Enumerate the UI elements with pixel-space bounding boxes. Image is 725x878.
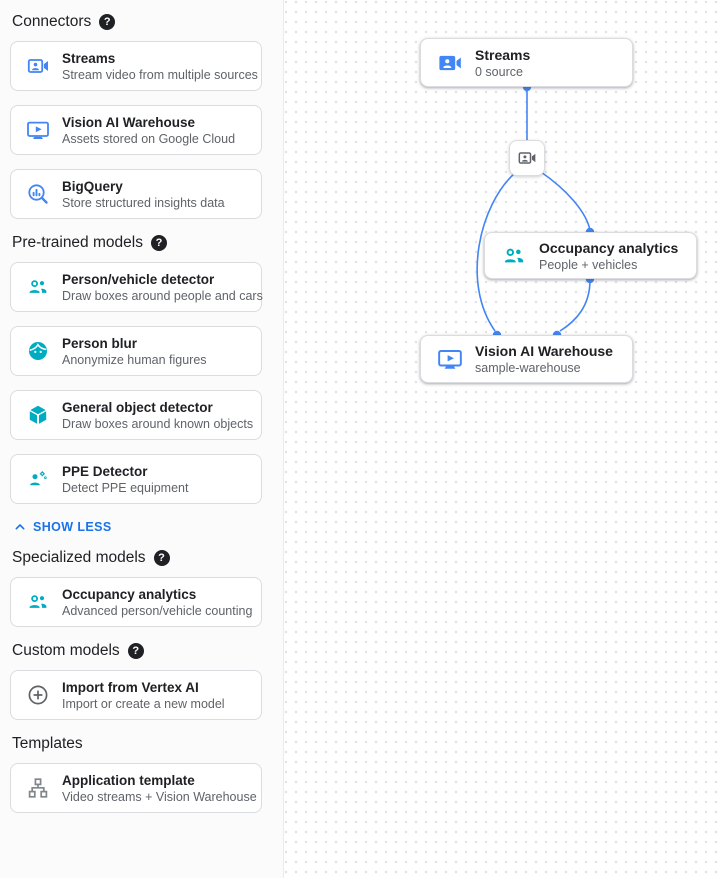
card-subtitle: Import or create a new model bbox=[62, 696, 225, 711]
card-title: Occupancy analytics bbox=[62, 586, 197, 602]
section-heading-label: Templates bbox=[12, 735, 83, 752]
card-subtitle: Stream video from multiple sources bbox=[62, 67, 258, 82]
show-less-button[interactable]: SHOW LESS bbox=[12, 518, 112, 536]
node-text: Streams 0 source bbox=[475, 46, 530, 80]
node-title: Vision AI Warehouse bbox=[475, 343, 613, 359]
help-icon[interactable]: ? bbox=[150, 234, 167, 251]
card-text: Import from Vertex AI Import or create a… bbox=[62, 679, 225, 712]
schema-icon bbox=[26, 776, 50, 800]
card-subtitle: Draw boxes around known objects bbox=[62, 416, 254, 431]
node-text: Vision AI Warehouse sample-warehouse bbox=[475, 342, 613, 376]
palette-item-ppe-detector[interactable]: PPE Detector Detect PPE equipment bbox=[10, 454, 262, 504]
help-icon[interactable]: ? bbox=[127, 642, 144, 659]
palette-item-vision-ai-warehouse[interactable]: Vision AI Warehouse Assets stored on Goo… bbox=[10, 105, 262, 155]
help-icon[interactable]: ? bbox=[153, 549, 170, 566]
people-icon bbox=[26, 275, 50, 299]
card-subtitle: Detect PPE equipment bbox=[62, 480, 189, 495]
palette-item-application-template[interactable]: Application template Video streams + Vis… bbox=[10, 763, 262, 813]
card-title: General object detector bbox=[62, 399, 213, 415]
card-subtitle: Advanced person/vehicle counting bbox=[62, 603, 253, 618]
palette-item-streams[interactable]: Streams Stream video from multiple sourc… bbox=[10, 41, 262, 91]
show-less-label: SHOW LESS bbox=[33, 520, 112, 534]
node-title: Occupancy analytics bbox=[539, 239, 679, 256]
add-circle-icon bbox=[26, 683, 50, 707]
people-icon bbox=[26, 590, 50, 614]
component-palette-sidebar: Connectors ? Streams Stream video from m… bbox=[0, 0, 284, 878]
node-subtitle: sample-warehouse bbox=[475, 361, 581, 375]
help-icon[interactable]: ? bbox=[99, 13, 116, 30]
cube-icon bbox=[26, 403, 50, 427]
card-text: Person blur Anonymize human figures bbox=[62, 335, 207, 368]
node-occupancy-analytics[interactable]: Occupancy analytics People + vehicles bbox=[484, 232, 697, 279]
card-text: Occupancy analytics Advanced person/vehi… bbox=[62, 586, 252, 619]
card-text: General object detector Draw boxes aroun… bbox=[62, 399, 253, 432]
card-title: BigQuery bbox=[62, 178, 123, 194]
ppe-icon bbox=[26, 467, 50, 491]
palette-item-occupancy-analytics[interactable]: Occupancy analytics Advanced person/vehi… bbox=[10, 577, 262, 627]
card-title: Person/vehicle detector bbox=[62, 271, 215, 287]
node-vision-ai-warehouse[interactable]: Vision AI Warehouse sample-warehouse bbox=[420, 335, 633, 383]
edge-lines bbox=[476, 82, 595, 340]
face-icon bbox=[26, 339, 50, 363]
card-text: BigQuery Store structured insights data bbox=[62, 178, 225, 211]
palette-item-bigquery[interactable]: BigQuery Store structured insights data bbox=[10, 169, 262, 219]
smart-display-icon bbox=[437, 346, 463, 372]
card-text: Application template Video streams + Vis… bbox=[62, 772, 257, 805]
card-text: Streams Stream video from multiple sourc… bbox=[62, 50, 258, 83]
section-heading-label: Connectors bbox=[12, 13, 92, 30]
section-heading-custom-models: Custom models ? bbox=[12, 641, 262, 660]
section-heading-specialized-models: Specialized models ? bbox=[12, 548, 262, 567]
card-subtitle: Assets stored on Google Cloud bbox=[62, 131, 236, 146]
card-title: PPE Detector bbox=[62, 463, 148, 479]
palette-item-general-object-detector[interactable]: General object detector Draw boxes aroun… bbox=[10, 390, 262, 440]
section-heading-pretrained-models: Pre-trained models ? bbox=[12, 233, 262, 252]
section-heading-label: Specialized models bbox=[12, 549, 146, 566]
card-title: Streams bbox=[62, 50, 116, 66]
card-text: Vision AI Warehouse Assets stored on Goo… bbox=[62, 114, 235, 147]
section-heading-connectors: Connectors ? bbox=[12, 12, 262, 31]
card-subtitle: Anonymize human figures bbox=[62, 352, 207, 367]
node-streams[interactable]: Streams 0 source bbox=[420, 38, 633, 87]
node-stream-source[interactable] bbox=[509, 140, 545, 176]
video-camera-icon bbox=[26, 54, 50, 78]
edge-source-to-occupancy bbox=[540, 171, 591, 229]
card-subtitle: Store structured insights data bbox=[62, 195, 225, 210]
node-title: Streams bbox=[475, 46, 531, 63]
pipeline-canvas[interactable]: Streams 0 source Occupancy analytics Peo… bbox=[284, 0, 725, 878]
card-title: Import from Vertex AI bbox=[62, 679, 199, 695]
video-camera-icon bbox=[517, 148, 537, 168]
section-heading-label: Pre-trained models bbox=[12, 234, 143, 251]
card-title: Application template bbox=[62, 772, 195, 788]
bigquery-icon bbox=[26, 182, 50, 206]
card-subtitle: Draw boxes around people and cars bbox=[62, 288, 263, 303]
card-subtitle: Video streams + Vision Warehouse bbox=[62, 789, 257, 804]
node-subtitle: People + vehicles bbox=[539, 257, 638, 272]
chevron-up-icon bbox=[12, 519, 28, 535]
video-camera-icon bbox=[437, 50, 463, 76]
section-heading-templates: Templates bbox=[12, 734, 262, 753]
card-title: Vision AI Warehouse bbox=[62, 114, 196, 130]
palette-item-person-vehicle-detector[interactable]: Person/vehicle detector Draw boxes aroun… bbox=[10, 262, 263, 312]
node-subtitle: 0 source bbox=[475, 64, 523, 79]
palette-item-import-vertex-ai[interactable]: Import from Vertex AI Import or create a… bbox=[10, 670, 262, 720]
card-title: Person blur bbox=[62, 335, 138, 351]
palette-item-person-blur[interactable]: Person blur Anonymize human figures bbox=[10, 326, 262, 376]
card-text: PPE Detector Detect PPE equipment bbox=[62, 463, 188, 496]
smart-display-icon bbox=[26, 118, 50, 142]
card-text: Person/vehicle detector Draw boxes aroun… bbox=[62, 271, 263, 304]
node-text: Occupancy analytics People + vehicles bbox=[539, 239, 678, 273]
section-heading-label: Custom models bbox=[12, 642, 120, 659]
people-icon bbox=[501, 243, 527, 269]
edge-occupancy-to-warehouse bbox=[559, 279, 591, 332]
